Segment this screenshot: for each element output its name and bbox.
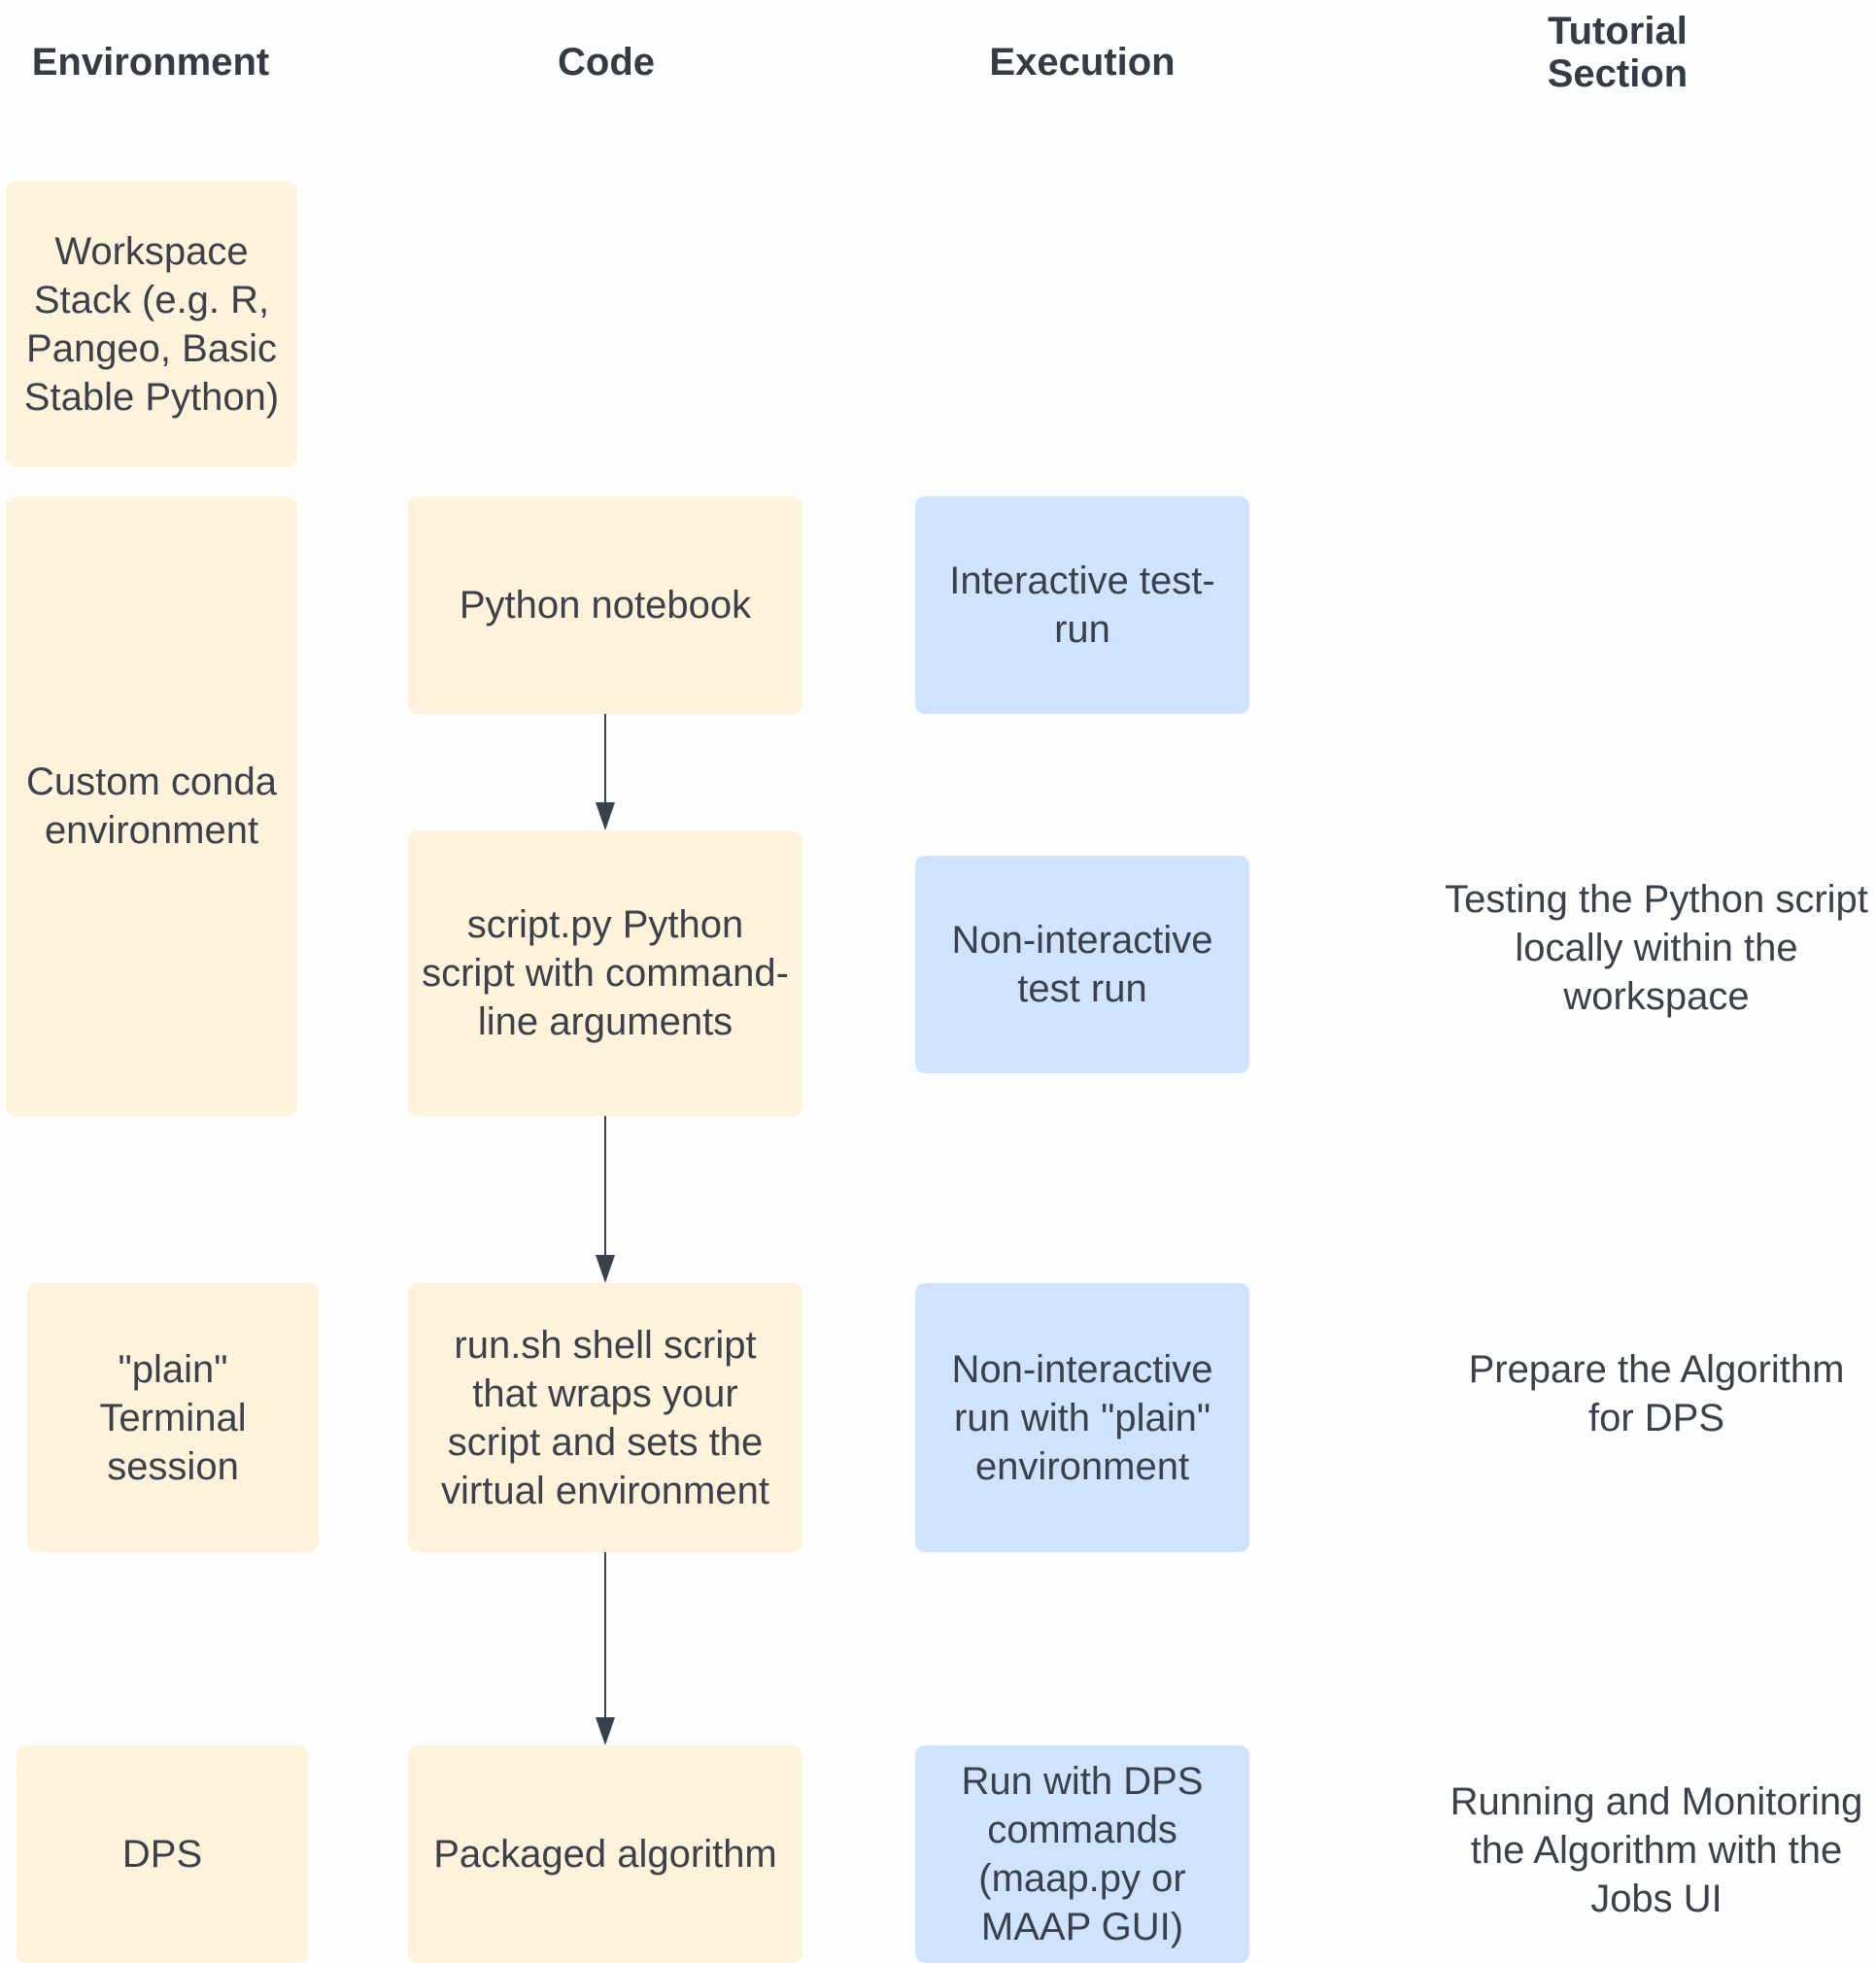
arrowhead-script (596, 802, 615, 830)
header-code: Code (558, 41, 655, 84)
non-interactive-test-run-box: Non-interactive test run (915, 856, 1249, 1073)
workspace-stack-box: Workspace Stack (e.g. R, Pangeo, Basic S… (6, 182, 297, 467)
header-environment: Environment (31, 41, 270, 84)
arrowhead-runsh (596, 1255, 615, 1283)
tutorial-testing-label: Testing the Python script locally within… (1445, 878, 1868, 1018)
dps-environment-box: DPS (17, 1745, 308, 1963)
header-tutorial-section: Tutorial Section (1547, 10, 1688, 95)
interactive-test-run-box: Interactive test-run (915, 496, 1249, 714)
run-sh-box: run.sh shell script that wraps your scri… (408, 1283, 802, 1552)
arrowhead-packaged (596, 1717, 615, 1745)
tutorial-prepare-label: Prepare the Algorithm for DPS (1468, 1348, 1845, 1439)
plain-terminal-box: "plain" Terminal session (27, 1283, 319, 1552)
custom-conda-box: Custom conda environment (6, 496, 297, 1116)
script-py-box: script.py Python script with command-lin… (408, 830, 802, 1116)
dps-run-box: Run with DPS commands (maap.py or MAAP G… (915, 1745, 1249, 1963)
tutorial-running-label: Running and Monitoring the Algorithm wit… (1450, 1780, 1863, 1920)
header-execution: Execution (989, 41, 1176, 84)
non-interactive-plain-run-box: Non-interactive run with "plain" environ… (915, 1283, 1249, 1552)
python-notebook-box: Python notebook (408, 496, 802, 714)
packaged-algorithm-box: Packaged algorithm (408, 1745, 802, 1963)
